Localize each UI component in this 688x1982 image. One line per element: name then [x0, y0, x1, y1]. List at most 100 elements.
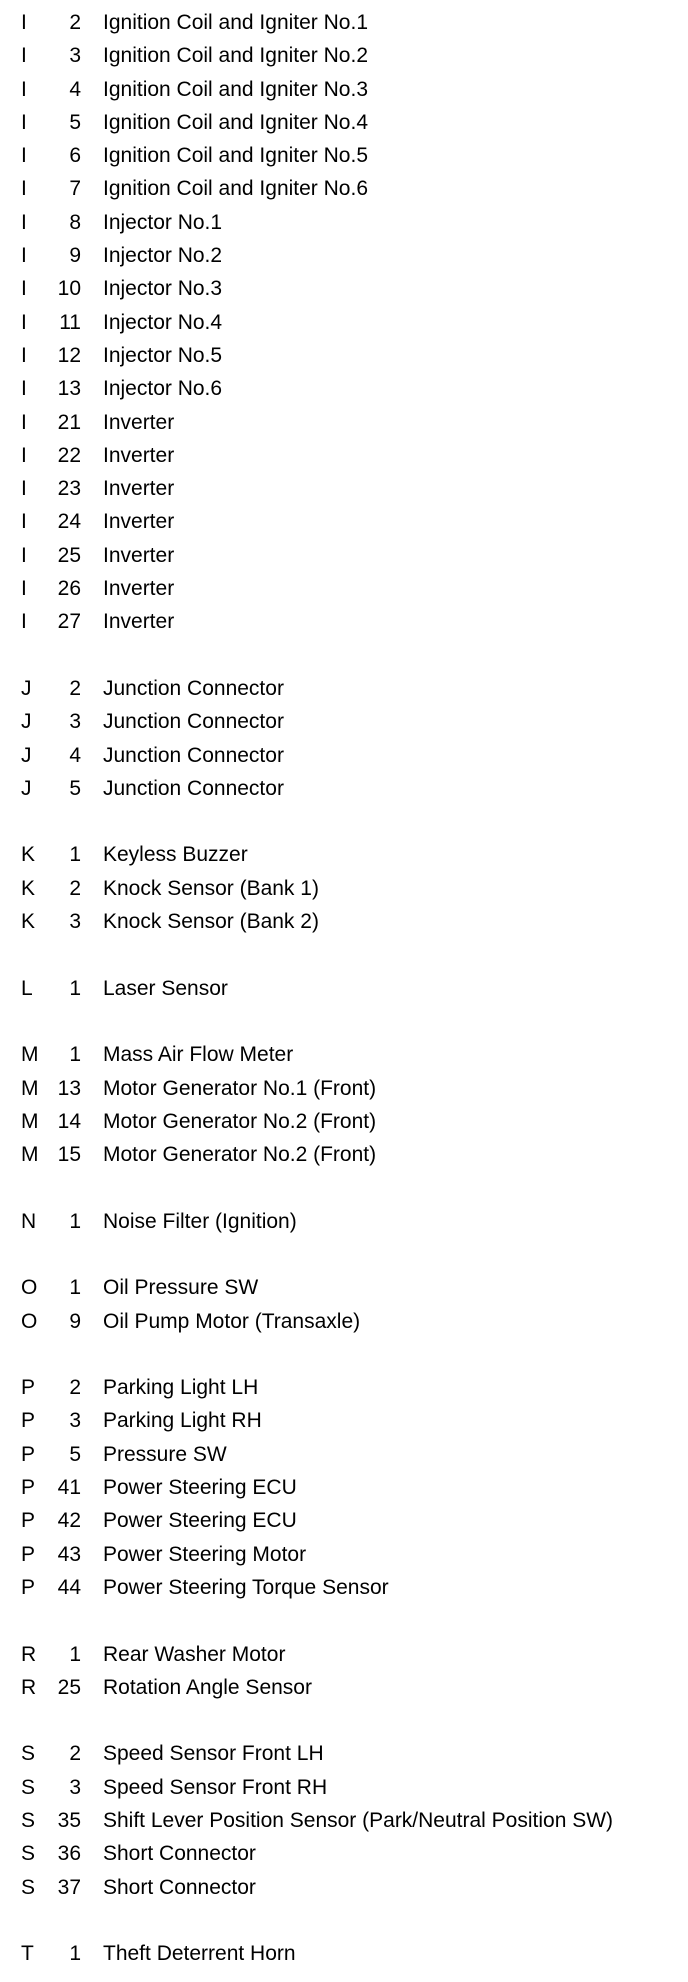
- connector-name: Short Connector: [103, 1875, 256, 1899]
- connector-letter-code: L: [21, 976, 33, 1000]
- list-item: I 3 Ignition Coil and Igniter No.2: [0, 39, 688, 72]
- list-item: O 1 Oil Pressure SW: [0, 1271, 688, 1304]
- connector-number: 2: [69, 11, 81, 34]
- connector-letter-code: N: [21, 1209, 37, 1233]
- connector-number: 13: [57, 1076, 81, 1100]
- connector-number: 14: [57, 1109, 81, 1133]
- connector-letter-code: P: [21, 1409, 36, 1433]
- list-item: I 27 Inverter: [0, 605, 688, 638]
- connector-name: Rear Washer Motor: [103, 1642, 286, 1666]
- connector-letter-code: I: [21, 410, 27, 434]
- connector-name: Injector No.4: [103, 310, 223, 334]
- list-item: P 43 Power Steering Motor: [0, 1538, 688, 1571]
- connector-name: Oil Pressure SW: [103, 1276, 259, 1300]
- list-item: P 5 Pressure SW: [0, 1438, 688, 1471]
- connector-letter-code: I: [21, 177, 27, 201]
- connector-number: 22: [57, 443, 81, 467]
- connector-number: 23: [57, 477, 81, 501]
- list-item: P 44 Power Steering Torque Sensor: [0, 1571, 688, 1604]
- connector-name: Motor Generator No.2 (Front): [103, 1109, 377, 1133]
- connector-group: P 2 Parking Light LH P 3 Parking Light R…: [0, 1371, 688, 1604]
- connector-letter-code: S: [21, 1809, 36, 1833]
- connector-letter-code: S: [21, 1775, 36, 1799]
- connector-number: 12: [57, 343, 81, 367]
- list-item: P 3 Parking Light RH: [0, 1404, 688, 1437]
- connector-name: Inverter: [103, 543, 175, 567]
- connector-letter-code: I: [21, 577, 27, 601]
- connector-number: 1: [69, 1043, 81, 1067]
- list-item: I 23 Inverter: [0, 472, 688, 505]
- connector-group: N 1 Noise Filter (Ignition): [0, 1205, 688, 1238]
- connector-letter-code: I: [21, 543, 27, 567]
- connector-number: 43: [57, 1542, 81, 1566]
- connector-name: Rotation Angle Sensor: [103, 1675, 312, 1699]
- connector-name: Injector No.1: [103, 210, 223, 234]
- connector-number: 41: [57, 1476, 81, 1500]
- connector-group: L 1 Laser Sensor: [0, 972, 688, 1005]
- list-item: J 4 Junction Connector: [0, 739, 688, 772]
- connector-name: Injector No.6: [103, 377, 223, 401]
- connector-name: Injector No.5: [103, 343, 223, 367]
- connector-name: Mass Air Flow Meter: [103, 1043, 294, 1067]
- connector-name: Motor Generator No.1 (Front): [103, 1076, 377, 1100]
- connector-letter-code: O: [21, 1276, 38, 1300]
- connector-number: 9: [69, 244, 81, 268]
- connector-name: Parking Light RH: [103, 1409, 262, 1433]
- list-item: I 24 Inverter: [0, 505, 688, 538]
- list-item: P 2 Parking Light LH: [0, 1371, 688, 1404]
- connector-number: 25: [57, 543, 81, 567]
- connector-letter-code: O: [21, 1309, 38, 1333]
- connector-number: 3: [69, 44, 81, 68]
- connector-letter-code: P: [21, 1476, 36, 1500]
- list-item: S 35 Shift Lever Position Sensor (Park/N…: [0, 1804, 688, 1837]
- list-item: I 22 Inverter: [0, 439, 688, 472]
- connector-name: Laser Sensor: [103, 976, 228, 1000]
- connector-number: 2: [69, 1742, 81, 1766]
- connector-letter-code: M: [21, 1076, 39, 1100]
- list-item: I 2 Ignition Coil and Igniter No.1: [0, 6, 688, 39]
- connector-name: Ignition Coil and Igniter No.3: [103, 77, 368, 101]
- list-item: S 36 Short Connector: [0, 1837, 688, 1870]
- connector-number: 1: [69, 976, 81, 1000]
- connector-name: Theft Deterrent Horn: [103, 1942, 296, 1966]
- connector-name: Motor Generator No.2 (Front): [103, 1143, 377, 1167]
- connector-number: 21: [57, 410, 81, 434]
- list-item: J 3 Junction Connector: [0, 705, 688, 738]
- connector-number: 9: [69, 1309, 81, 1333]
- connector-number: 13: [57, 377, 81, 401]
- connector-name: Keyless Buzzer: [103, 843, 248, 867]
- connector-letter-code: P: [21, 1376, 36, 1400]
- connector-letter-code: K: [21, 910, 36, 934]
- connector-number: 3: [69, 1409, 81, 1433]
- connector-number: 35: [57, 1809, 81, 1833]
- connector-letter-code: I: [21, 310, 27, 334]
- connector-name: Knock Sensor (Bank 2): [103, 910, 319, 934]
- list-item: M 13 Motor Generator No.1 (Front): [0, 1072, 688, 1105]
- connector-name: Parking Light LH: [103, 1376, 259, 1400]
- connector-number: 6: [69, 144, 81, 168]
- list-item: P 41 Power Steering ECU: [0, 1471, 688, 1504]
- connector-letter-code: M: [21, 1143, 39, 1167]
- list-item: I 6 Ignition Coil and Igniter No.5: [0, 139, 688, 172]
- list-item: K 2 Knock Sensor (Bank 1): [0, 872, 688, 905]
- list-item: I 8 Injector No.1: [0, 206, 688, 239]
- connector-number: 42: [57, 1509, 81, 1533]
- connector-letter-code: P: [21, 1542, 36, 1566]
- list-item: I 4 Ignition Coil and Igniter No.3: [0, 73, 688, 106]
- connector-letter-code: I: [21, 610, 27, 634]
- connector-name: Knock Sensor (Bank 1): [103, 876, 319, 900]
- connector-number: 4: [69, 77, 81, 101]
- connector-number: 5: [69, 1442, 81, 1466]
- connector-name: Junction Connector: [103, 743, 284, 767]
- connector-name: Ignition Coil and Igniter No.1: [103, 11, 368, 34]
- connector-letter-code: I: [21, 11, 27, 34]
- list-item: R 1 Rear Washer Motor: [0, 1638, 688, 1671]
- list-item: I 7 Ignition Coil and Igniter No.6: [0, 172, 688, 205]
- list-item: J 5 Junction Connector: [0, 772, 688, 805]
- connector-number: 11: [59, 310, 81, 334]
- connector-group: T 1 Theft Deterrent Horn: [0, 1937, 688, 1970]
- list-item: I 12 Injector No.5: [0, 339, 688, 372]
- connector-name: Shift Lever Position Sensor (Park/Neutra…: [103, 1809, 614, 1833]
- list-item: S 3 Speed Sensor Front RH: [0, 1771, 688, 1804]
- connector-name: Inverter: [103, 443, 175, 467]
